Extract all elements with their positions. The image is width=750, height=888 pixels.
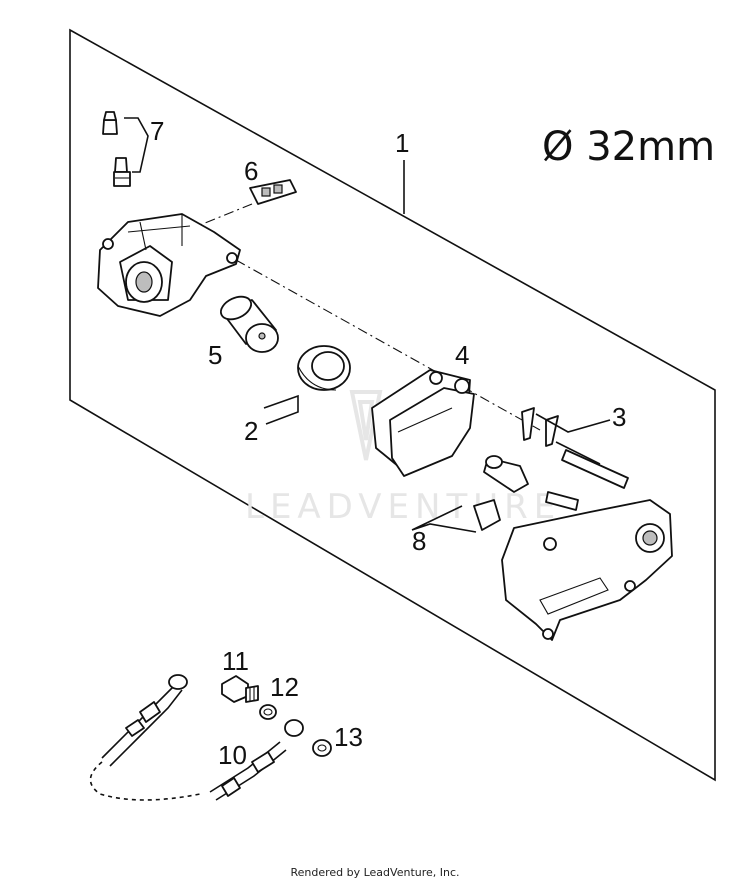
callout-2[interactable]: 2 [244, 416, 258, 446]
bore-diameter-label: Ø 32mm [542, 124, 715, 170]
piston-seal-part[interactable] [297, 345, 351, 391]
callout-5[interactable]: 5 [208, 340, 222, 370]
callout-11[interactable]: 11 [222, 646, 249, 676]
leader-8 [411, 505, 477, 533]
callout-12[interactable]: 12 [270, 672, 299, 702]
washer-12-part[interactable] [259, 704, 277, 720]
callout-6[interactable]: 6 [244, 156, 258, 186]
watermark-text: LEADVENTURE [245, 487, 561, 527]
callout-3[interactable]: 3 [612, 402, 626, 432]
callout-1[interactable]: 1 [395, 128, 409, 158]
callout-7[interactable]: 7 [150, 116, 164, 146]
bleeder-screw-part[interactable] [102, 111, 131, 187]
footer-credit: Rendered by LeadVenture, Inc. [290, 866, 460, 879]
slider-bolts-part[interactable] [473, 455, 579, 531]
axis-line-caliper [235, 259, 541, 431]
retaining-pins-part[interactable] [521, 407, 629, 489]
pad-spring-clip-part[interactable] [249, 179, 297, 205]
caliper-bracket-part[interactable] [501, 499, 673, 641]
callout-13[interactable]: 13 [334, 722, 363, 752]
callout-10[interactable]: 10 [218, 740, 247, 770]
brake-hose-part[interactable] [89, 674, 304, 801]
washer-13-part[interactable] [312, 739, 332, 757]
callout-8[interactable]: 8 [412, 526, 426, 556]
banjo-bolt-part[interactable] [221, 675, 259, 703]
assembly-panel [69, 28, 716, 782]
leader-6 [199, 203, 253, 226]
piston-part[interactable] [217, 292, 279, 353]
leader-3 [535, 413, 611, 465]
leader-7 [124, 117, 149, 173]
caliper-body-part[interactable] [97, 213, 241, 317]
brake-pads-part[interactable] [371, 369, 475, 477]
leader-2 [263, 394, 299, 425]
callout-4[interactable]: 4 [455, 340, 469, 370]
